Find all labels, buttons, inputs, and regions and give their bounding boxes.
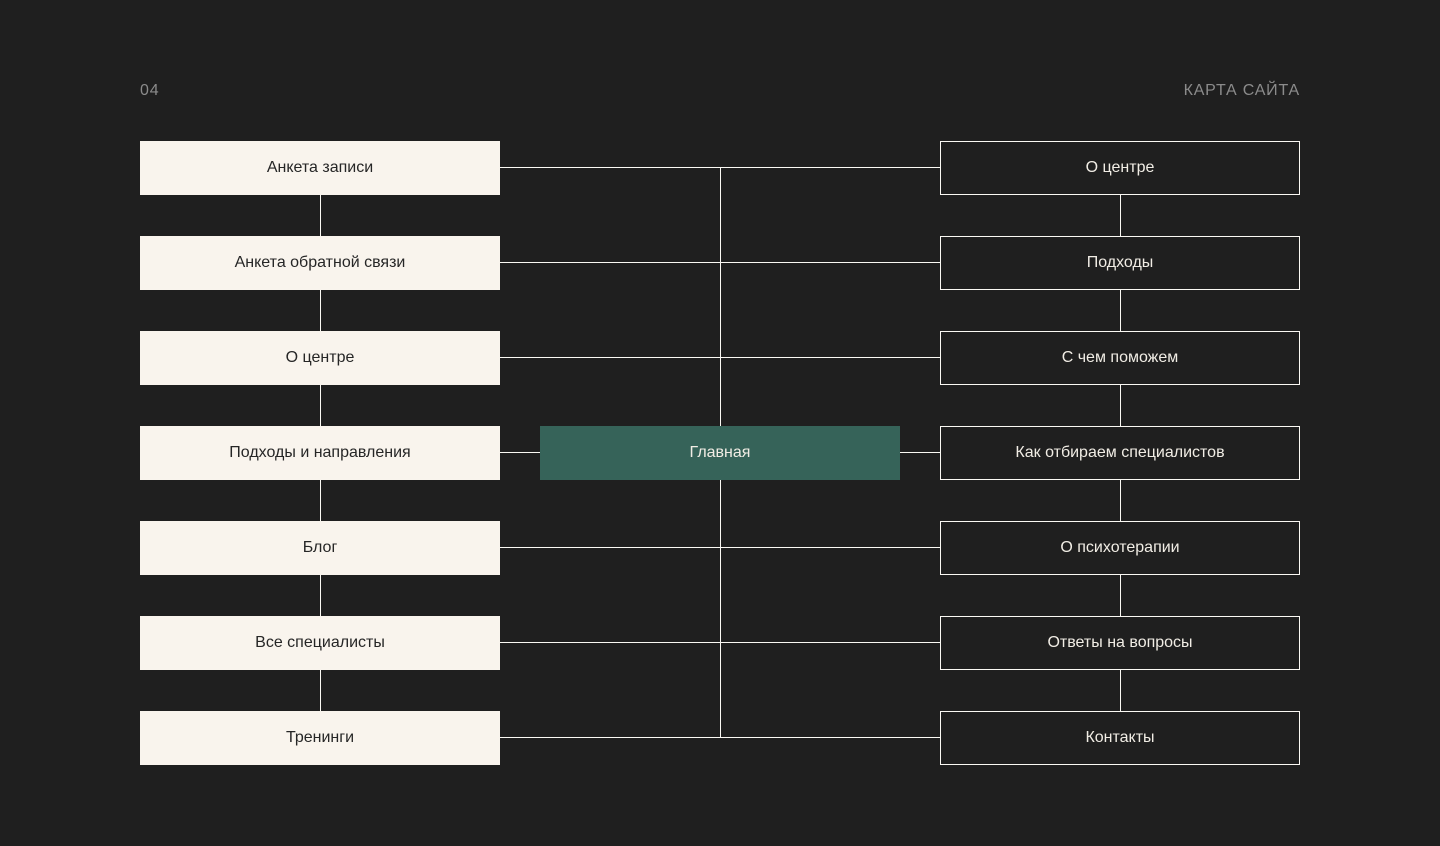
sitemap-node-treningi: Тренинги [140, 711, 500, 765]
connector-row-5 [500, 547, 940, 548]
connector-row-6 [500, 642, 940, 643]
sitemap-node-blog: Блог [140, 521, 500, 575]
sitemap-node-kontakty: Контакты [940, 711, 1300, 765]
connector-row-7 [500, 737, 940, 738]
sitemap-node-vse-specialisty: Все специалисты [140, 616, 500, 670]
sitemap-node-podhody: Подходы [940, 236, 1300, 290]
page-header: 04 КАРТА САЙТА [140, 82, 1300, 100]
sitemap-node-o-psihoterapii: О психотерапии [940, 521, 1300, 575]
connector-row-3 [500, 357, 940, 358]
page-number: 04 [140, 82, 160, 99]
sitemap-node-anketa-obratnoy-svyazi: Анкета обратной связи [140, 236, 500, 290]
sitemap-node-anketa-zapisi: Анкета записи [140, 141, 500, 195]
connector-row-2 [500, 262, 940, 263]
sitemap-node-s-chem-pomozhem: С чем поможем [940, 331, 1300, 385]
sitemap-node-podhody-i-napravleniya: Подходы и направления [140, 426, 500, 480]
sitemap-node-otvety-na-voprosy: Ответы на вопросы [940, 616, 1300, 670]
sitemap-node-o-centre-left: О центре [140, 331, 500, 385]
sitemap-node-home: Главная [540, 426, 900, 480]
page-title: КАРТА САЙТА [1183, 82, 1300, 99]
sitemap-node-o-centre-right: О центре [940, 141, 1300, 195]
sitemap-node-kak-otbiraem-specialistov: Как отбираем специалистов [940, 426, 1300, 480]
connector-row-1 [500, 167, 940, 168]
